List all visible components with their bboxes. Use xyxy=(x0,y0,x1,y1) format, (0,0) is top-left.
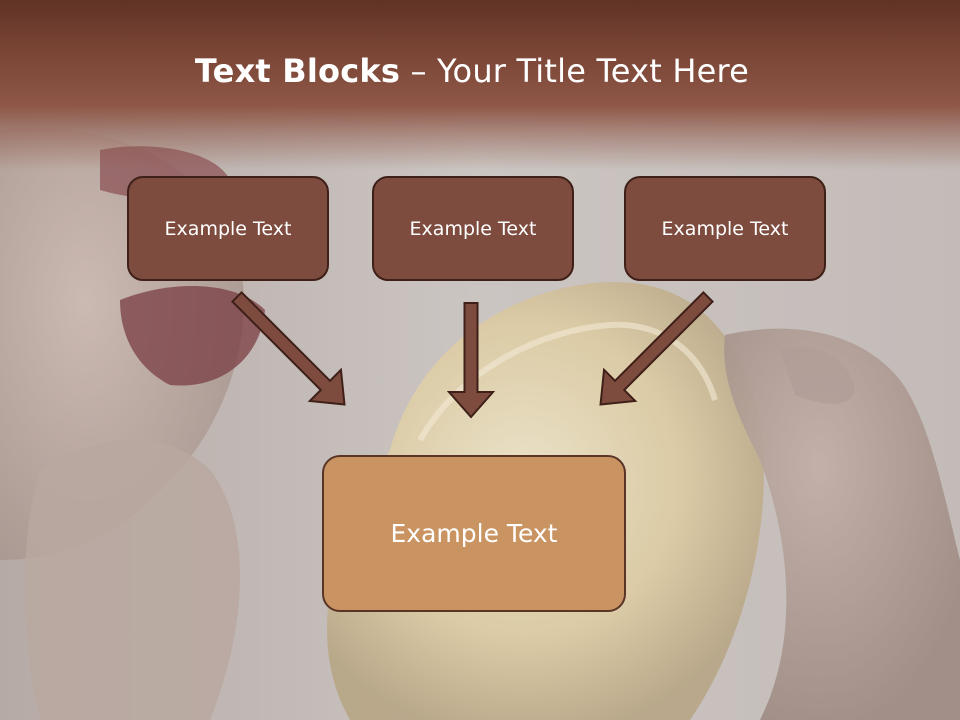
text-block-3-label: Example Text xyxy=(661,217,789,240)
arrow-left xyxy=(230,290,346,406)
title-band xyxy=(0,0,960,170)
title-bold-part: Text Blocks xyxy=(194,52,401,90)
text-block-2-label: Example Text xyxy=(409,217,537,240)
arrow-center xyxy=(446,302,496,419)
text-block-1[interactable]: Example Text xyxy=(127,176,329,281)
text-block-2[interactable]: Example Text xyxy=(372,176,574,281)
slide-title: Text Blocks – Your Title Text Here xyxy=(0,52,944,90)
result-text-block[interactable]: Example Text xyxy=(322,455,626,612)
arrow-right xyxy=(599,290,715,406)
text-block-1-label: Example Text xyxy=(164,217,292,240)
text-block-3[interactable]: Example Text xyxy=(624,176,826,281)
result-text-block-label: Example Text xyxy=(390,519,558,548)
title-regular-part: – Your Title Text Here xyxy=(400,52,750,90)
